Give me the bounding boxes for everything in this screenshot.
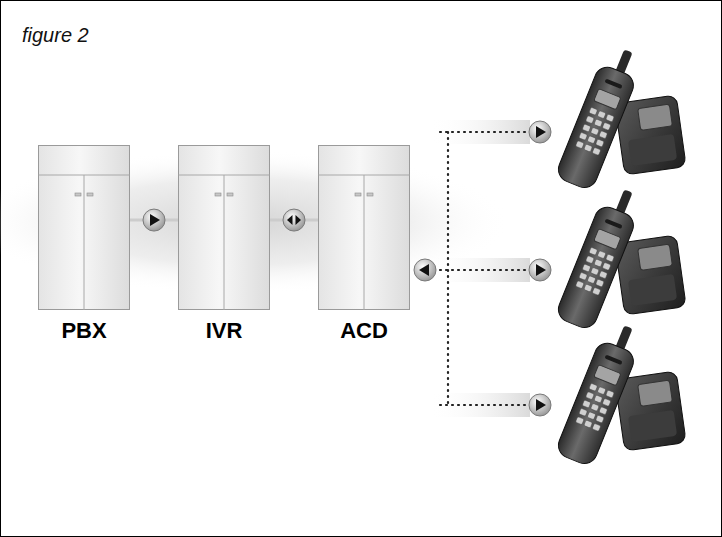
phone-streaks <box>430 120 530 417</box>
server-cabinet: IVR <box>178 145 270 343</box>
cordless-phone <box>555 43 687 191</box>
figure-title: figure 2 <box>22 24 89 47</box>
server-cabinet: PBX <box>38 145 130 343</box>
cabinet-label: IVR <box>178 319 270 343</box>
phone-buttons <box>529 121 551 416</box>
server-cabinet: ACD <box>318 145 410 343</box>
flow-connector <box>130 209 178 231</box>
cabinet-outline <box>318 145 410 310</box>
dotted-wires <box>440 132 526 405</box>
cordless-phone <box>555 319 687 467</box>
telephones <box>555 43 687 467</box>
cabinet-outline <box>178 145 270 310</box>
acd-out-button <box>414 259 436 281</box>
flow-connector <box>270 209 318 231</box>
cordless-phone <box>555 183 687 331</box>
cabinet-label: PBX <box>38 319 130 343</box>
cabinet-label: ACD <box>318 319 410 343</box>
cabinet-outline <box>38 145 130 310</box>
